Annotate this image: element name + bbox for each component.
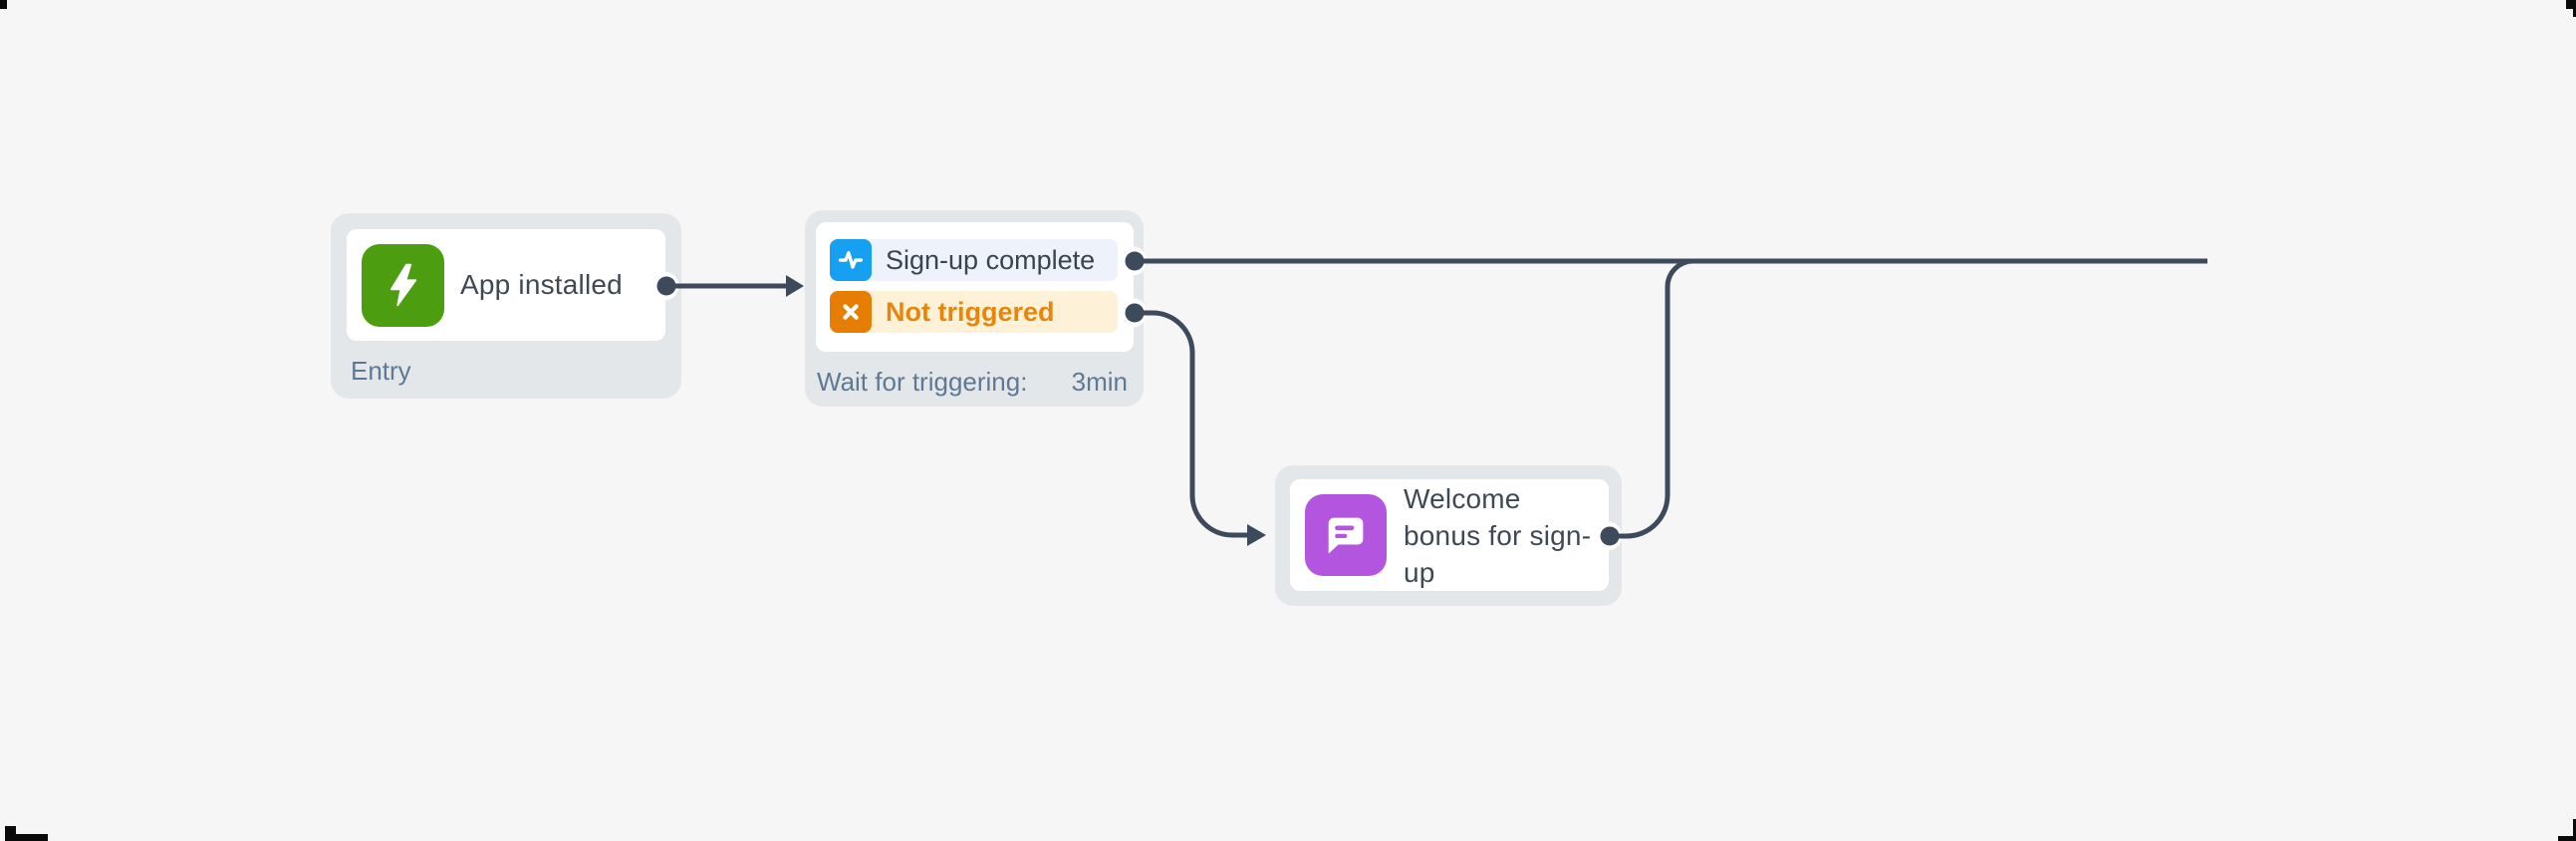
node-app-installed[interactable]: App installed Entry: [331, 213, 681, 399]
corner-artifact-top-right-sliver: [2573, 9, 2576, 17]
corner-artifact-top-left: [0, 0, 7, 9]
node-signup-trigger-card[interactable]: Sign-up complete Not triggered: [816, 222, 1134, 352]
output-port-signup-complete[interactable]: [1125, 251, 1145, 271]
wire-welcome-to-main-line: [1610, 258, 1694, 539]
lightning-icon: [362, 243, 444, 327]
output-port-not-triggered[interactable]: [1125, 303, 1145, 323]
entry-type-label: Entry: [351, 356, 411, 386]
cross-icon: [830, 291, 872, 333]
node-welcome-bonus-card[interactable]: Welcome bonus for sign-up: [1290, 479, 1609, 591]
node-welcome-bonus[interactable]: Welcome bonus for sign-up: [1275, 465, 1622, 606]
wait-value[interactable]: 3min: [1071, 367, 1128, 397]
corner-artifact-bottom-left-bar: [5, 834, 48, 841]
node-app-installed-card[interactable]: App installed: [347, 229, 665, 341]
wire-not-triggered-to-welcome: [1135, 310, 1247, 538]
node-signup-trigger[interactable]: Sign-up complete Not triggered Wait for …: [805, 210, 1144, 407]
branch-label: Not triggered: [886, 296, 1055, 327]
branch-rows: Sign-up complete Not triggered: [830, 239, 1118, 333]
wait-for-triggering-row: Wait for triggering: 3min: [817, 367, 1128, 398]
output-port-app-installed[interactable]: [656, 276, 676, 296]
branch-label: Sign-up complete: [886, 244, 1096, 275]
chat-icon: [1305, 494, 1387, 576]
corner-artifact-bottom-right-bar: [2558, 836, 2576, 841]
arrowhead-into-trigger: [786, 275, 804, 297]
branch-signup-complete[interactable]: Sign-up complete: [830, 239, 1118, 281]
node-title: App installed: [460, 269, 623, 300]
corner-artifact-bottom-right-stub: [2573, 819, 2576, 841]
corner-artifact-bottom-left-stub: [5, 826, 16, 841]
pulse-icon: [830, 239, 872, 281]
wait-label: Wait for triggering:: [817, 367, 1028, 397]
node-title: Welcome bonus for sign-up: [1404, 482, 1592, 588]
branch-not-triggered[interactable]: Not triggered: [830, 291, 1118, 333]
output-port-welcome-bonus[interactable]: [1600, 526, 1620, 546]
corner-artifact-top-right: [2566, 0, 2576, 9]
arrowhead-into-welcome: [1247, 524, 1266, 546]
